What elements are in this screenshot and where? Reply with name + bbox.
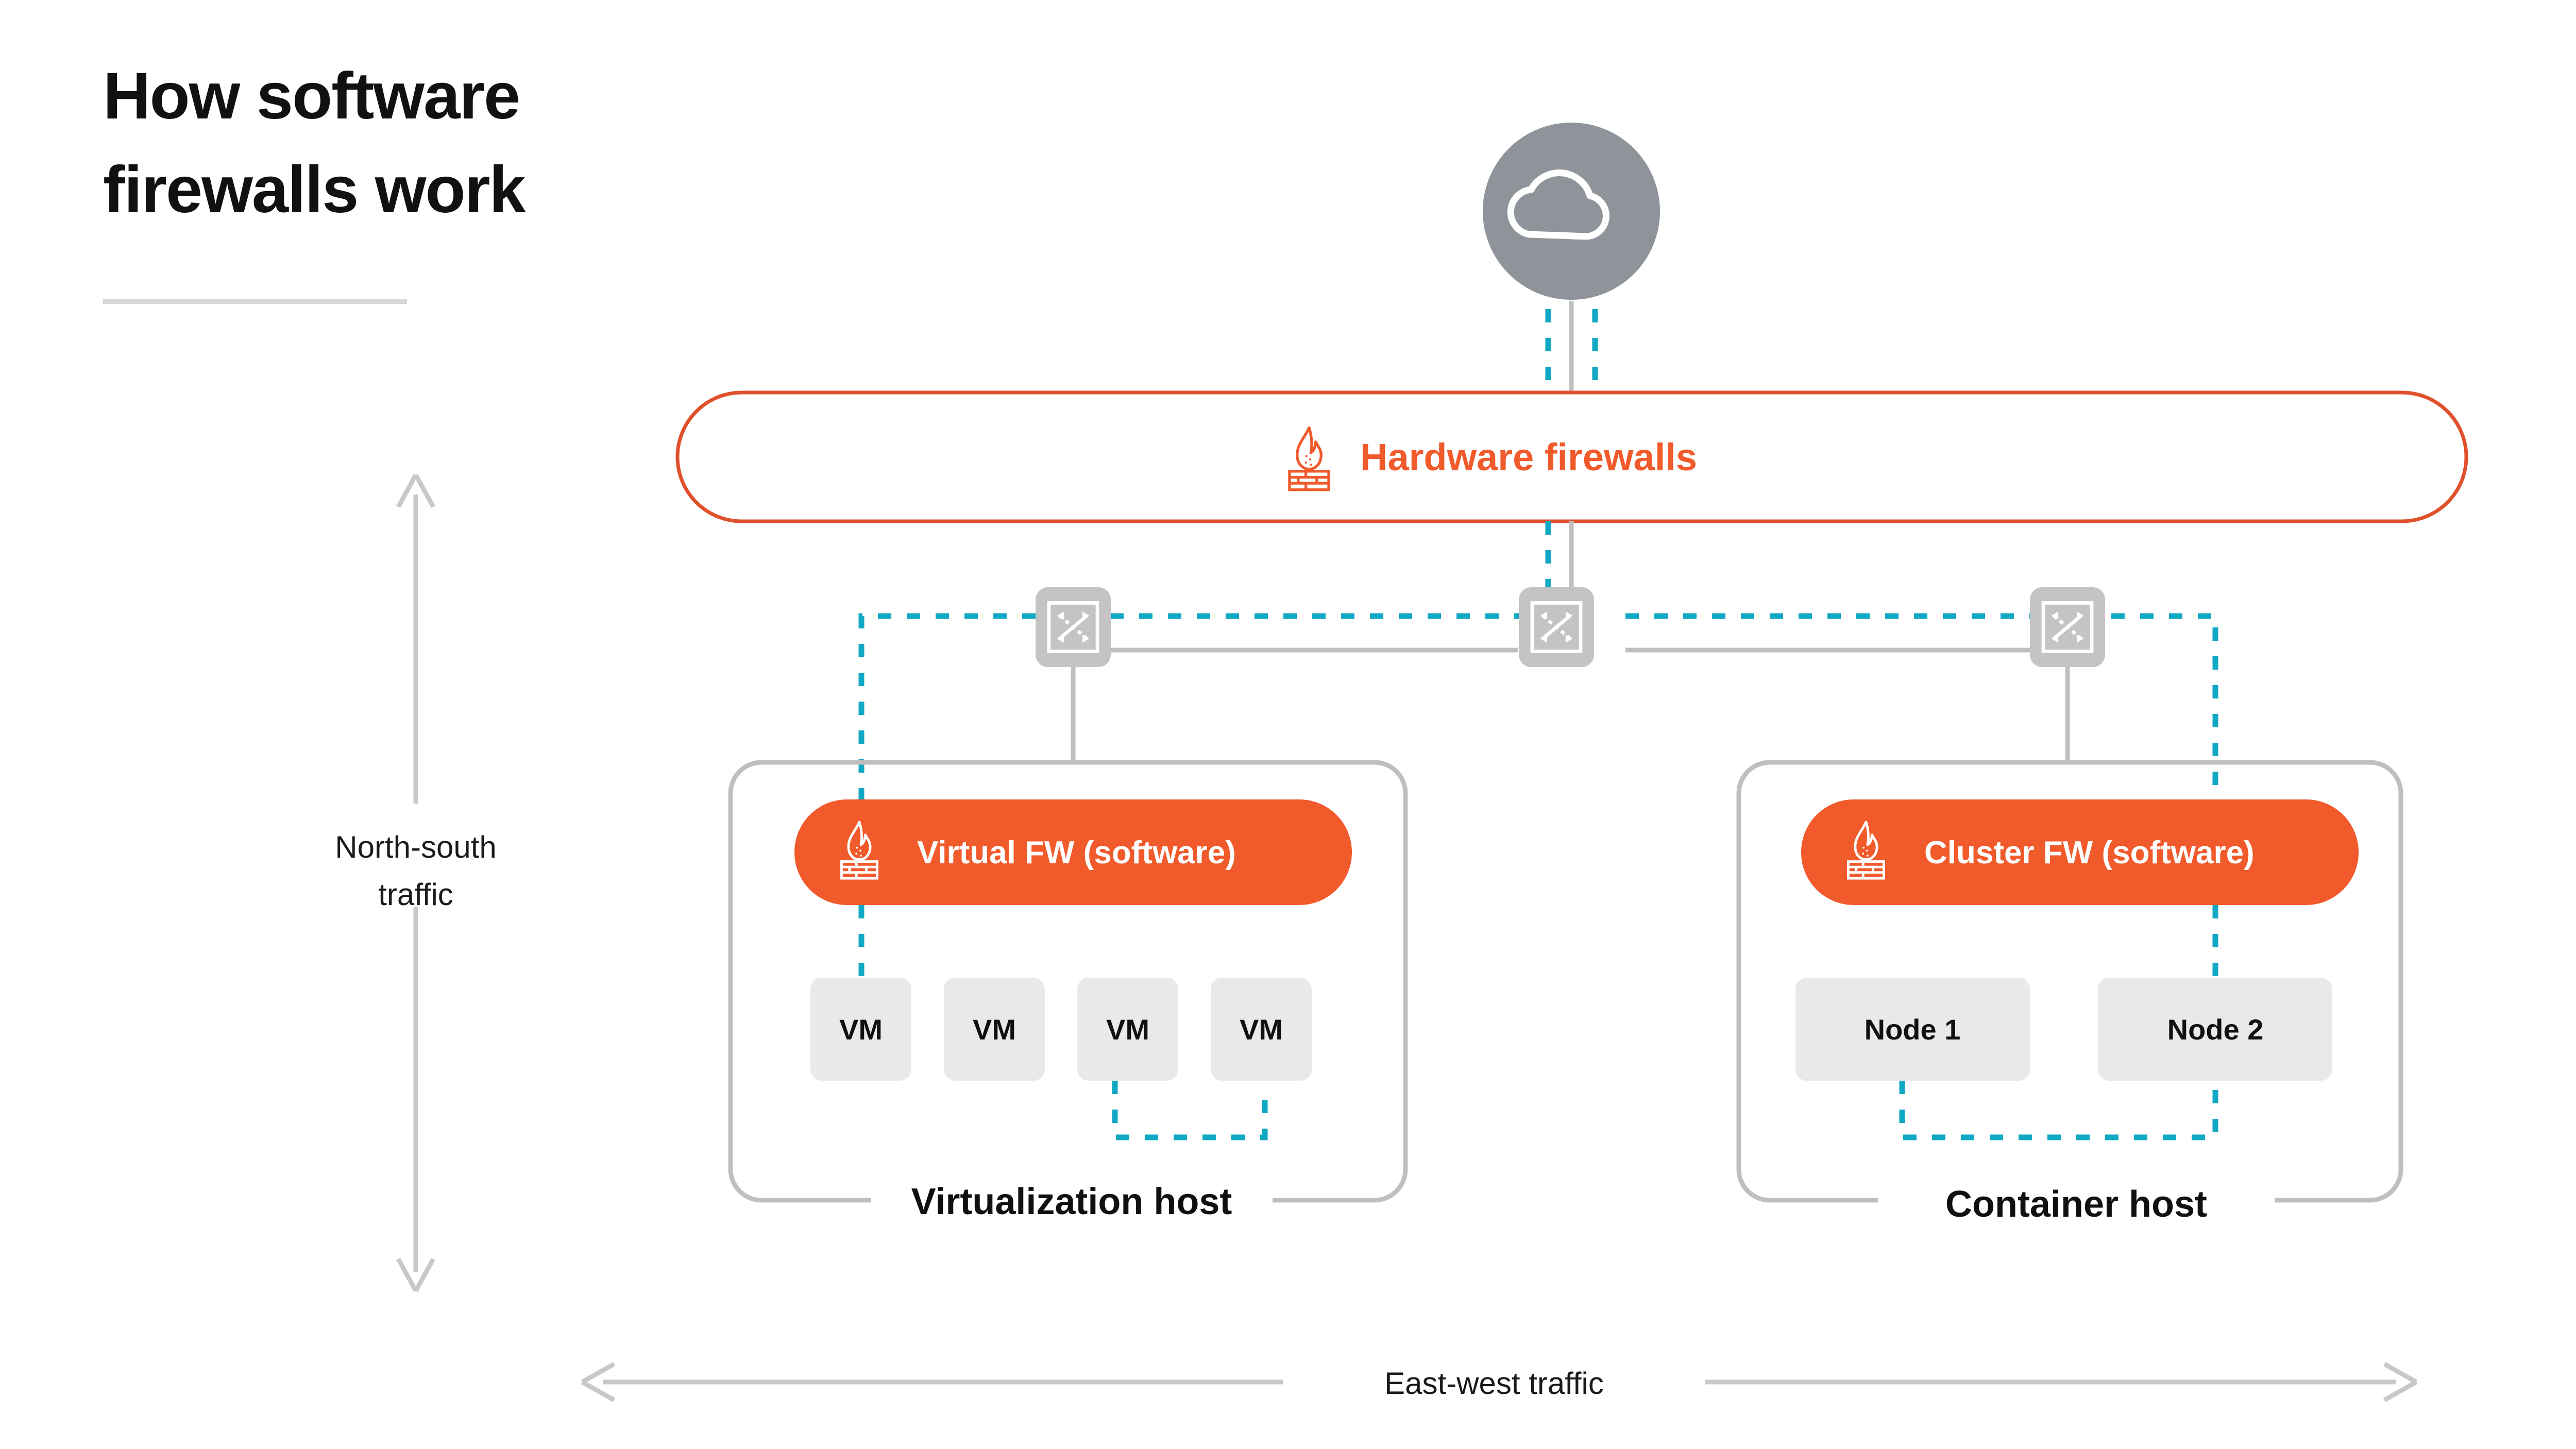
page-title-line2: firewalls work xyxy=(103,153,526,227)
virtualization-host-label: Virtualization host xyxy=(911,1181,1232,1222)
node-box-1[interactable]: Node 1 xyxy=(1795,978,2030,1081)
node-box-2-bg[interactable] xyxy=(2098,978,2332,1081)
hardware-firewall-label: Hardware firewalls xyxy=(1360,436,1697,479)
virtual-fw-background[interactable] xyxy=(794,799,1352,905)
container-host: Cluster FW (software) Node 1 Node 2 Cont… xyxy=(1736,760,2403,1225)
teal-path-right-down xyxy=(2111,613,2218,804)
cloud-icon xyxy=(1507,169,1609,240)
vm-box-3[interactable]: VM xyxy=(1077,978,1178,1081)
north-south-axis: North-south traffic xyxy=(335,473,497,1292)
cloud-to-hwfw-connectors xyxy=(1545,301,1598,393)
vm-box-4-bg[interactable] xyxy=(1211,978,1312,1081)
east-west-teal-rail xyxy=(858,613,2218,804)
vm-box-4[interactable]: VM xyxy=(1211,978,1312,1081)
vm-row: VM VM VM VM xyxy=(810,978,1312,1081)
node-box-1-bg[interactable] xyxy=(1795,978,2030,1081)
hardware-firewall-pill[interactable]: Hardware firewalls xyxy=(675,390,2468,523)
teal-path-left-down xyxy=(858,613,1036,804)
cloud-node xyxy=(1483,123,1660,300)
ns-arrow-head-down xyxy=(396,1257,435,1292)
title-rule xyxy=(103,299,407,304)
cluster-fw-background[interactable] xyxy=(1801,799,2359,905)
node-row: Node 1 Node 2 xyxy=(1795,978,2332,1081)
teal-node-to-node-connector xyxy=(1899,1081,2218,1140)
vm-box-1-bg[interactable] xyxy=(810,978,911,1081)
virtual-fw-label: Virtual FW (software) xyxy=(917,835,1236,871)
vm-box-2[interactable]: VM xyxy=(944,978,1045,1081)
virtual-fw-pill[interactable]: Virtual FW (software) xyxy=(794,799,1352,905)
vm-box-2-label: VM xyxy=(973,1013,1016,1046)
north-south-label-line2: traffic xyxy=(378,877,453,912)
page-title-line1: How software xyxy=(103,59,519,133)
cloud-circle xyxy=(1483,123,1660,300)
node-box-2[interactable]: Node 2 xyxy=(2098,978,2332,1081)
teal-vm-to-vm-connector xyxy=(1112,1081,1268,1140)
node-box-1-label: Node 1 xyxy=(1865,1013,1961,1046)
vm-box-1[interactable]: VM xyxy=(810,978,911,1081)
ew-arrow-head-right xyxy=(2383,1362,2418,1402)
north-south-label-line1: North-south xyxy=(335,830,496,864)
vm-box-2-bg[interactable] xyxy=(944,978,1045,1081)
vm-box-3-bg[interactable] xyxy=(1077,978,1178,1081)
hwfw-to-switch-connectors xyxy=(1545,521,1574,592)
ns-arrow-head-up xyxy=(396,473,435,508)
vm-box-3-label: VM xyxy=(1106,1013,1149,1046)
node-box-2-label: Node 2 xyxy=(2167,1013,2264,1046)
container-host-label: Container host xyxy=(1945,1184,2207,1225)
virtualization-host: Virtual FW (software) VM VM VM VM xyxy=(728,760,1408,1222)
east-west-label: East-west traffic xyxy=(1384,1366,1604,1401)
vm-box-4-label: VM xyxy=(1240,1013,1283,1046)
switch-center[interactable] xyxy=(1519,587,1594,667)
container-host-border xyxy=(1736,760,2403,1203)
switch-left[interactable] xyxy=(1036,587,1111,760)
ew-arrow-head-left xyxy=(581,1362,616,1402)
cluster-fw-pill[interactable]: Cluster FW (software) xyxy=(1801,799,2359,905)
east-west-axis: East-west traffic xyxy=(581,1362,2418,1402)
cluster-fw-label: Cluster FW (software) xyxy=(1924,835,2255,871)
vm-box-1-label: VM xyxy=(839,1013,883,1046)
switch-right[interactable] xyxy=(2030,587,2105,760)
virtualization-host-border xyxy=(728,760,1408,1203)
